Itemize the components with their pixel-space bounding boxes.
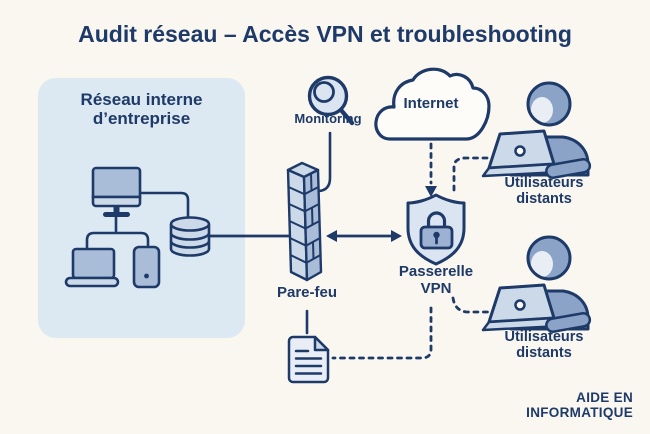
monitoring-to-firewall-line — [317, 131, 332, 193]
firewall-brick-icon — [286, 161, 323, 282]
remote-users-top-label: Utilisateurs distants — [504, 175, 584, 208]
remote-user-bottom-to-vpn-dashed — [451, 296, 494, 314]
internet-label: Internet — [403, 95, 459, 112]
laptop-icon — [64, 247, 120, 288]
remote-users-bottom-label: Utilisateurs distants — [504, 329, 584, 362]
magnifier-icon — [307, 75, 355, 126]
vpn-gateway-label: Passerelle VPN — [398, 263, 474, 297]
monitor-icon — [91, 166, 142, 217]
internet-to-vpn-dashed-arrow — [425, 142, 437, 197]
brand-logo-text: AIDE EN INFORMATIQUE — [526, 390, 633, 420]
shield-lock-icon — [406, 193, 466, 266]
remote-user-top-icon — [481, 81, 593, 181]
page-title: Audit réseau – Accès VPN et troubleshoot… — [78, 21, 572, 47]
database-icon — [169, 216, 211, 257]
firewall-label: Pare-feu — [276, 284, 338, 301]
cloud-icon — [374, 67, 491, 141]
internal-network-label: Réseau interne d’entreprise — [80, 90, 203, 129]
monitoring-label: Monitoring — [294, 111, 362, 126]
remote-user-bottom-icon — [481, 235, 593, 335]
remote-user-top-to-vpn-dashed — [452, 156, 494, 192]
firewall-vpn-double-arrow — [326, 230, 402, 242]
document-icon — [287, 335, 330, 384]
tower-pc-icon — [132, 245, 161, 289]
lan-connector-lines — [85, 191, 190, 249]
document-to-vpn-dashed — [331, 306, 433, 360]
